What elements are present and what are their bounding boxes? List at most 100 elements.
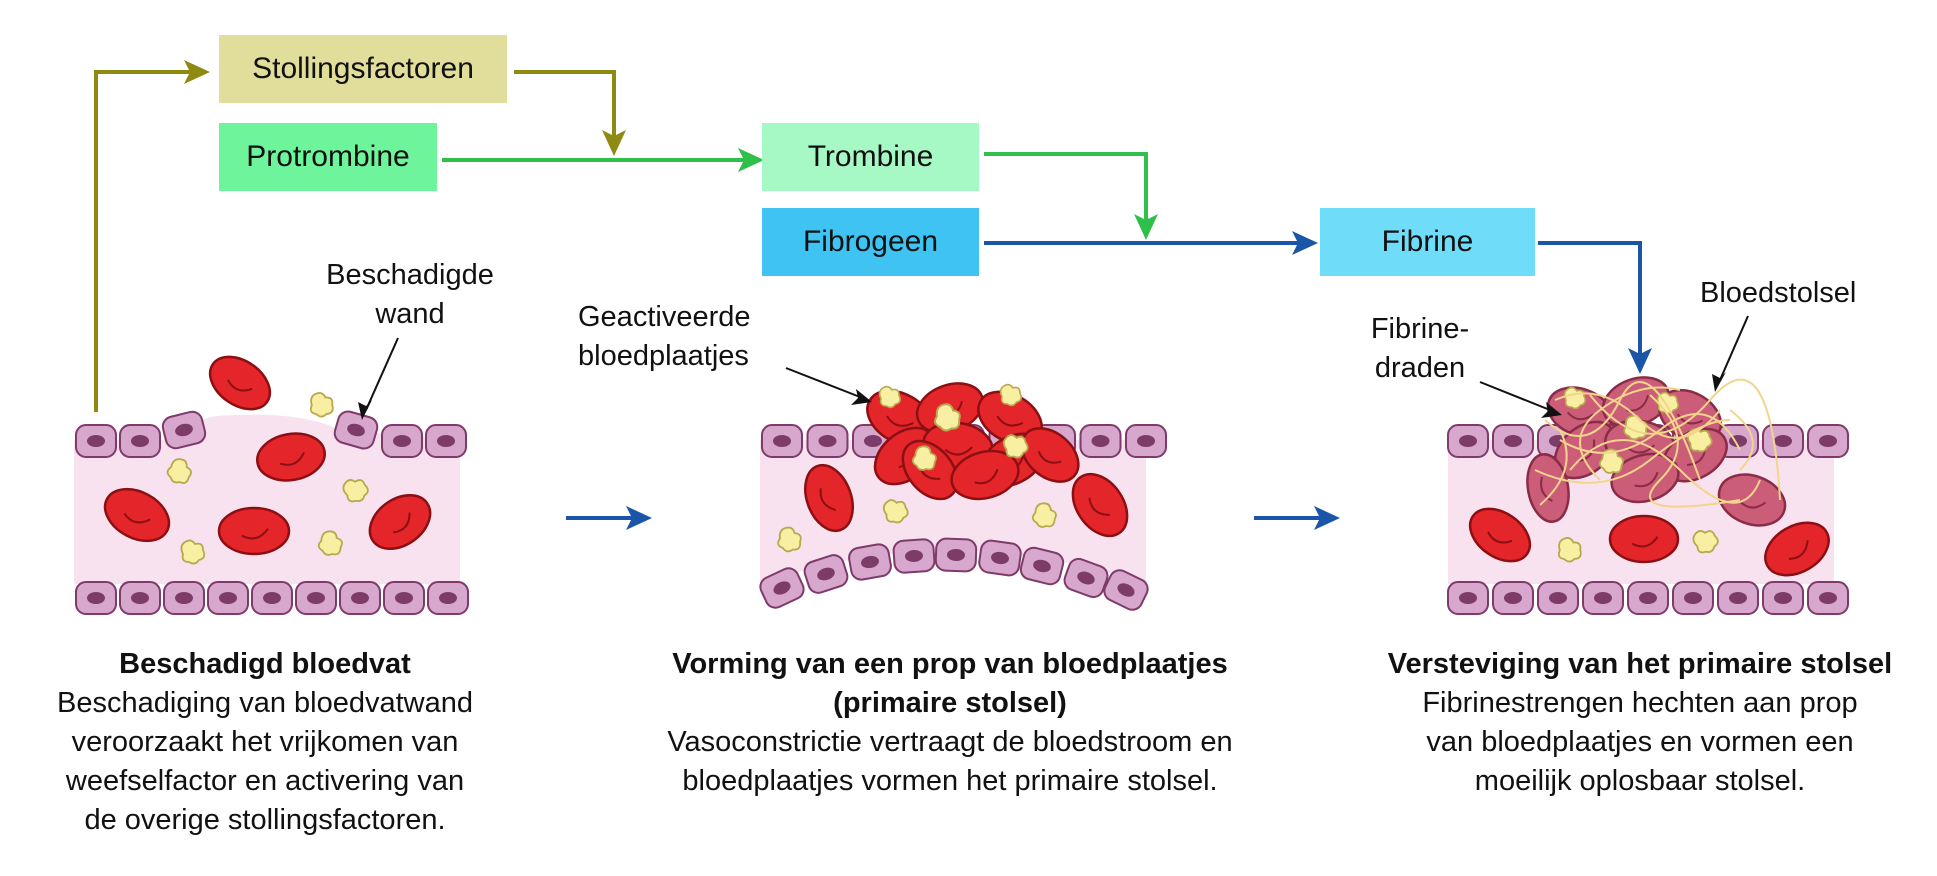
vessel-wall-top [75, 410, 467, 458]
endothelial-cell [1762, 581, 1804, 615]
caption-line: moeilijk oplosbaar stolsel. [1474, 765, 1806, 797]
caption-stage-3: Versteviging van het primaire stolsel Fi… [1350, 645, 1930, 801]
red-blood-cell [1764, 521, 1830, 577]
endothelial-cell [251, 581, 293, 615]
red-blood-cell [208, 355, 272, 411]
box-label: Protrombine [246, 140, 410, 173]
red-blood-cells [1468, 507, 1830, 577]
endothelial-cell [1672, 581, 1714, 615]
endothelial-cell [1717, 581, 1759, 615]
endothelial-cell [978, 539, 1022, 577]
caption-line: bloedplaatjes vormen het primaire stolse… [682, 765, 1218, 797]
vessel-lumen [74, 414, 460, 584]
endothelial-cell [161, 410, 207, 450]
endothelial-cell [75, 581, 117, 615]
caption-title: Vorming van een prop van bloedplaatjes [672, 648, 1228, 680]
vessel-platelet-plug [759, 382, 1167, 611]
platelet [180, 539, 206, 565]
caption-stage-1: Beschadigd bloedvat Beschadiging van blo… [10, 645, 520, 840]
fibrin-threads [1534, 378, 1781, 508]
endothelial-cell [1019, 546, 1065, 586]
box-label: Fibrogeen [802, 225, 939, 258]
red-blood-cell [256, 432, 326, 482]
endothelial-cell [1537, 581, 1579, 615]
arrow-fibrine-to-clot [1538, 241, 1642, 360]
platelets [1557, 530, 1719, 563]
pointer-bloedstolsel [1719, 315, 1749, 381]
box-stollingsfactoren: Stollingsfactoren [219, 35, 507, 103]
box-fibrine: Fibrine [1320, 208, 1535, 276]
arrow-head [1541, 402, 1562, 418]
endothelial-cell [333, 410, 379, 450]
vessel-wall-bottom [75, 581, 469, 615]
endothelial-cell [163, 581, 205, 615]
caption-title: Beschadigd bloedvat [119, 648, 411, 680]
platelet [1031, 502, 1057, 528]
endothelial-cell [1125, 424, 1167, 458]
arrow-head [1314, 506, 1340, 530]
endothelial-cell [1492, 424, 1534, 458]
arrow-trombine-to-junction [984, 152, 1148, 228]
label-line: Bloedstolsel [1700, 277, 1857, 309]
clot-cell [1717, 473, 1787, 527]
arrow-head [1628, 348, 1652, 374]
endothelial-cell [425, 424, 467, 458]
endothelial-cell [1582, 581, 1624, 615]
pointer-fibrinedraden [1479, 381, 1551, 411]
endothelial-cell [427, 581, 469, 615]
box-fibrogeen: Fibrogeen [762, 208, 979, 276]
caption-line: Vasoconstrictie vertraagt de bloedstroom… [667, 726, 1233, 758]
red-blood-cell [950, 449, 1020, 501]
endothelial-cell [381, 424, 423, 458]
endothelial-cell [383, 581, 425, 615]
platelet [777, 526, 802, 553]
box-protrombine: Protrombine [219, 123, 437, 191]
arrow-head [1292, 231, 1318, 255]
arrow-head [626, 506, 652, 530]
platelet [1598, 448, 1624, 474]
red-blood-cell [1608, 514, 1680, 564]
platelet [911, 445, 937, 471]
fibrin-thread [1539, 429, 1568, 506]
arrow-factors-to-junction [514, 70, 616, 145]
arrow-head [184, 60, 210, 84]
platelet [309, 392, 334, 418]
endothelial-cell [892, 538, 936, 574]
endothelial-cell [803, 554, 849, 594]
label-beschadigde-wand: Beschadigde wand [290, 256, 530, 334]
red-blood-cells [804, 463, 1129, 538]
endothelial-cell [1447, 581, 1489, 615]
platelets [166, 392, 369, 565]
platelet [878, 385, 901, 409]
arrow-head [738, 148, 764, 172]
fibrin-thread [1729, 409, 1754, 471]
endothelial-cell [848, 543, 892, 581]
endothelial-cell [759, 567, 805, 609]
endothelial-cell [1447, 424, 1489, 458]
platelet [999, 383, 1022, 407]
label-line: Beschadigde [326, 259, 494, 291]
platelet [1557, 537, 1582, 563]
label-line: Geactiveerde [578, 301, 751, 333]
box-label: Stollingsfactoren [252, 52, 474, 85]
platelet [933, 403, 961, 432]
flow-arrows [94, 60, 1652, 530]
label-line: bloedplaatjes [578, 340, 749, 372]
endothelial-cell [75, 424, 117, 458]
platelet [317, 530, 343, 556]
endothelial-cell [1103, 569, 1149, 611]
endothelial-cell [1807, 424, 1849, 458]
endothelial-cell [1492, 581, 1534, 615]
red-blood-cell [217, 506, 291, 556]
pointer-beschadigde-wand [365, 337, 399, 411]
label-line: draden [1374, 352, 1466, 384]
label-pointers [358, 315, 1749, 420]
vessel-fibrin-clot [1447, 376, 1849, 615]
endothelial-cell [1807, 581, 1849, 615]
arrow-head [602, 130, 626, 156]
caption-line: Beschadiging van bloedvatwand [57, 687, 473, 719]
fibrin-thread [1579, 386, 1681, 481]
arrow-head [1134, 214, 1158, 240]
caption-title: (primaire stolsel) [833, 687, 1067, 719]
red-blood-cell [1468, 507, 1532, 563]
